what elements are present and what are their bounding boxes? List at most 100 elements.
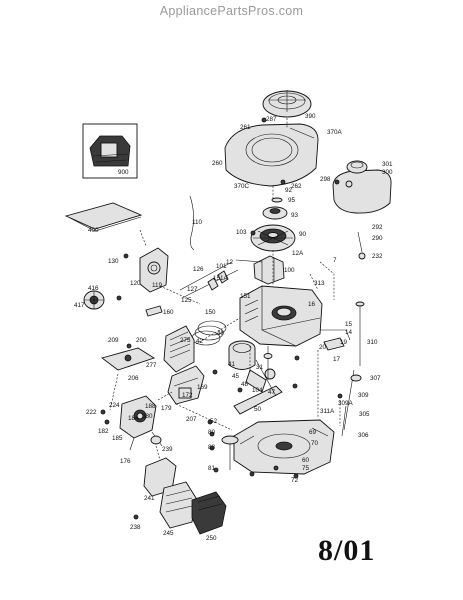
callout-81: 81 <box>208 465 216 472</box>
screws-part <box>100 117 343 520</box>
callout-300: 300 <box>382 169 393 176</box>
callout-307: 307 <box>370 375 381 382</box>
callout-130: 130 <box>108 258 119 265</box>
cap-part <box>345 180 353 188</box>
callout-179: 179 <box>161 405 172 412</box>
governor-part <box>320 329 351 351</box>
throttle-link-part <box>189 195 195 251</box>
callout-900: 900 <box>118 169 129 176</box>
callout-238: 238 <box>130 524 141 531</box>
callout-80: 80 <box>208 429 216 436</box>
callout-160: 160 <box>163 309 174 316</box>
callout-120: 120 <box>130 280 141 287</box>
callout-262: 262 <box>291 183 302 190</box>
callout-52: 52 <box>210 418 218 425</box>
carb-filter-part <box>83 290 105 310</box>
callout-19: 19 <box>340 339 348 346</box>
callout-103: 103 <box>236 229 247 236</box>
callout-20: 20 <box>319 344 327 351</box>
callout-290: 290 <box>372 235 383 242</box>
valve-part <box>179 261 239 299</box>
muffler-part <box>167 365 205 405</box>
callout-313: 313 <box>314 280 325 287</box>
callout-72: 72 <box>291 477 299 484</box>
callout-45: 45 <box>232 373 240 380</box>
callout-416: 416 <box>88 285 99 292</box>
callout-169: 169 <box>197 384 208 391</box>
callout-310: 310 <box>367 339 378 346</box>
carburetor-part <box>119 395 163 451</box>
callout-306: 306 <box>358 432 369 439</box>
callout-47: 47 <box>268 389 276 396</box>
callout-206: 206 <box>128 375 139 382</box>
assembly-lines <box>109 118 341 461</box>
blower-housing-part <box>224 123 319 187</box>
callout-176: 176 <box>120 458 131 465</box>
callout-151A: 151A <box>213 275 229 282</box>
callout-370C: 370C <box>234 183 250 190</box>
manual-part <box>64 202 143 232</box>
callout-261: 261 <box>240 124 251 131</box>
breather-part <box>100 347 156 371</box>
dipstick-part <box>341 301 365 437</box>
callout-119: 119 <box>152 282 163 289</box>
callout-209: 209 <box>108 337 119 344</box>
callout-239: 239 <box>162 446 173 453</box>
callout-92: 92 <box>285 187 293 194</box>
callout-207: 207 <box>186 416 197 423</box>
callout-41: 41 <box>228 361 236 368</box>
callout-232: 232 <box>372 253 383 260</box>
washer-part <box>271 197 283 203</box>
callout-100: 100 <box>284 267 295 274</box>
callout-301: 301 <box>382 161 393 168</box>
callout-245: 245 <box>163 530 174 537</box>
callout-309: 309 <box>358 392 369 399</box>
callout-275: 275 <box>180 337 191 344</box>
plug-wire-part <box>235 259 263 263</box>
callout-311A: 311A <box>320 408 335 415</box>
callout-60: 60 <box>302 457 310 464</box>
callout-93: 93 <box>291 212 299 219</box>
callout-110: 110 <box>192 219 203 226</box>
oil-fill-part <box>357 231 366 260</box>
callout-101: 101 <box>216 263 227 270</box>
callout-42: 42 <box>196 338 204 345</box>
callout-150: 150 <box>205 309 216 316</box>
watermark: AppliancePartsPros.com <box>159 4 304 18</box>
gasket-part <box>178 387 192 399</box>
callout-298: 298 <box>320 176 331 183</box>
camshaft-part <box>263 346 273 380</box>
callout-7: 7 <box>333 257 337 264</box>
callout-14: 14 <box>345 329 353 336</box>
callout-200: 200 <box>136 337 147 344</box>
callout-309A: 309A <box>338 400 354 407</box>
callout-12: 12 <box>226 259 234 266</box>
callout-390: 390 <box>305 113 316 120</box>
callout-222: 222 <box>86 409 97 416</box>
ignition-coil-part <box>253 255 285 285</box>
callout-287: 287 <box>266 116 277 123</box>
oil-pan-part <box>233 419 335 475</box>
date-code: 8/01 <box>318 534 376 567</box>
callout-305: 305 <box>359 411 370 418</box>
callout-292: 292 <box>372 224 383 231</box>
intake-part <box>139 247 169 293</box>
callout-95: 95 <box>288 197 296 204</box>
callout-127: 127 <box>187 286 198 293</box>
callout-172: 172 <box>182 392 193 399</box>
engine-block-part <box>239 285 323 347</box>
callout-417: 417 <box>74 302 85 309</box>
callout-90: 90 <box>299 231 307 238</box>
callout-188: 188 <box>145 403 156 410</box>
fan-part <box>262 206 288 220</box>
callout-48: 48 <box>241 381 249 388</box>
callout-241: 241 <box>144 495 155 502</box>
carb-bowl-part <box>150 435 162 445</box>
callout-380: 380 <box>142 413 153 420</box>
piston-part <box>228 340 256 370</box>
crankshaft-part <box>233 359 283 415</box>
callout-260: 260 <box>212 160 223 167</box>
callout-370A: 370A <box>327 129 343 136</box>
callout-50: 50 <box>254 406 262 413</box>
